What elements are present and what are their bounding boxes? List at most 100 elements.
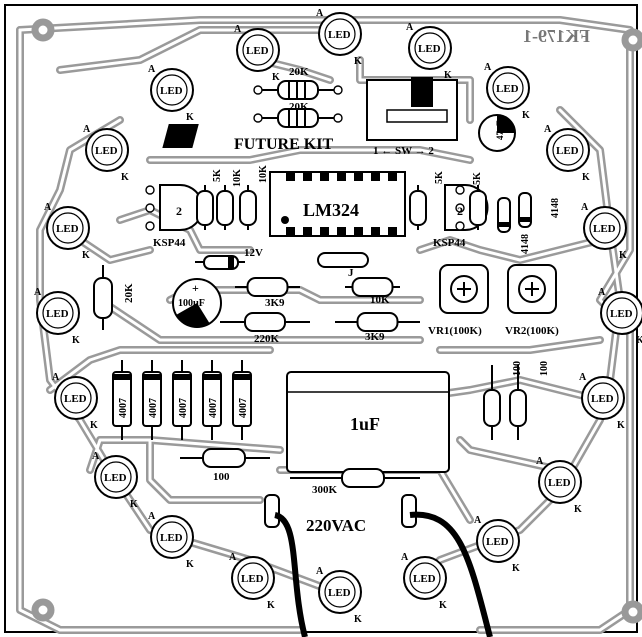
ic-pin: [388, 227, 397, 236]
ic-pin: [303, 172, 312, 181]
led-cathode-label: K: [72, 335, 80, 346]
vertical-resistor-5: [469, 185, 487, 230]
led-label: LED: [591, 393, 614, 405]
led-8: LED A K: [44, 202, 90, 261]
vertical-resistor-2: [216, 185, 234, 230]
led-label: LED: [548, 477, 571, 489]
horizontal-resistor-4: [335, 312, 420, 332]
slide-switch: 1 ← SW → 2: [366, 77, 458, 157]
ic-pin: [286, 227, 295, 236]
led-label: LED: [328, 29, 351, 41]
led-anode-label: A: [598, 287, 606, 298]
zener-diode-12v: 12V: [195, 247, 263, 270]
led-anode-label: A: [316, 566, 324, 577]
led-20: LED A K: [316, 566, 362, 625]
led-anode-label: A: [401, 552, 409, 563]
jumper-label: J: [348, 267, 354, 279]
r100-a-label: 100: [512, 361, 523, 376]
resistor-20k-top: 20K 20K: [253, 66, 343, 113]
led-label: LED: [95, 145, 118, 157]
led-cathode-label: K: [574, 504, 582, 515]
led-label: LED: [593, 223, 616, 235]
led-6: LED A K: [83, 124, 129, 183]
led-cathode-label: K: [82, 250, 90, 261]
capacitor-1uf: 1uF: [286, 371, 450, 473]
led-cathode-label: K: [354, 56, 362, 67]
diodes-1n4148: 4148 4148: [497, 192, 561, 254]
led-label: LED: [246, 45, 269, 57]
mounting-hole-bottom-left: [31, 598, 55, 622]
capacitor-1uf-label: 1uF: [350, 414, 380, 434]
diode-4007-3: 4007: [172, 360, 192, 440]
vr1-label: VR1(100K): [428, 325, 482, 337]
capacitor-47uf-label: 47µF: [495, 120, 505, 140]
r3k9-b-label: 3K9: [365, 331, 385, 343]
r100-b-label: 100: [539, 361, 550, 376]
logo-letter: F: [204, 125, 220, 150]
transistor-left: 2 KSP44: [145, 184, 204, 249]
ic-pin: [371, 227, 380, 236]
vertical-resistor-4: [409, 185, 427, 230]
ic-lm324: LM324: [269, 171, 406, 237]
transistor-left-number: 2: [176, 204, 182, 218]
led-cathode-label: K: [186, 112, 194, 123]
led-anode-label: A: [44, 202, 52, 213]
led-anode-label: A: [484, 62, 492, 73]
brand-label: FUTURE KIT: [234, 136, 333, 153]
diode-4007-4: 4007: [202, 360, 222, 440]
led-label: LED: [64, 393, 87, 405]
ic-pin: [337, 172, 346, 181]
r10k-b-label: 10K: [258, 165, 269, 183]
led-anode-label: A: [34, 287, 42, 298]
mounting-hole-top-right: [621, 28, 642, 52]
ic-pin: [320, 227, 329, 236]
led-cathode-label: K: [582, 172, 590, 183]
trimmer-vr1: VR1(100K): [428, 264, 489, 337]
led-anode-label: A: [544, 124, 552, 135]
led-anode-label: A: [83, 124, 91, 135]
resistor-100-bottom: 100: [180, 448, 270, 483]
diode-4148-label-2: 4148: [550, 198, 561, 218]
trimmer-vr2: VR2(100K): [505, 264, 559, 337]
horizontal-resistor-3: [220, 312, 310, 332]
led-anode-label: A: [148, 511, 156, 522]
diode-4007-label: 4007: [238, 398, 249, 418]
led-cathode-label: K: [121, 172, 129, 183]
r5k-left-label: 5K: [212, 169, 223, 182]
zener-label: 12V: [244, 247, 263, 259]
r100-bottom-label: 100: [213, 471, 230, 483]
led-cathode-label: K: [354, 614, 362, 625]
led-cathode-label: K: [439, 600, 447, 611]
diode-4007-label: 4007: [208, 398, 219, 418]
led-anode-label: A: [406, 22, 414, 33]
led-cathode-label: K: [130, 499, 138, 510]
ic-pin: [354, 227, 363, 236]
led-label: LED: [56, 223, 79, 235]
horizontal-resistor-2: [345, 277, 400, 297]
led-label: LED: [496, 83, 519, 95]
transistor-right-number: 2: [457, 204, 463, 218]
resistor-20k-label-1: 20K: [289, 66, 309, 78]
ic-pin: [337, 227, 346, 236]
led-label: LED: [328, 587, 351, 599]
r5k-right-a-label: 5K: [434, 171, 445, 184]
r220k-label: 220K: [254, 333, 280, 345]
led-ring: LEDAKLEDAKLEDAKLEDAKLEDAKLEDAKLEDAKLEDAK…: [34, 8, 642, 625]
ic-pin: [371, 172, 380, 181]
future-kit-logo: F FUTURE KIT: [162, 124, 333, 153]
switch-label: 1 ← SW → 2: [373, 145, 434, 157]
led-label: LED: [556, 145, 579, 157]
r10k-mid-label: 10K: [370, 294, 390, 306]
led-anode-label: A: [536, 456, 544, 467]
board-code-label: FK179-1: [523, 26, 590, 46]
jumper-j: J: [317, 252, 369, 279]
